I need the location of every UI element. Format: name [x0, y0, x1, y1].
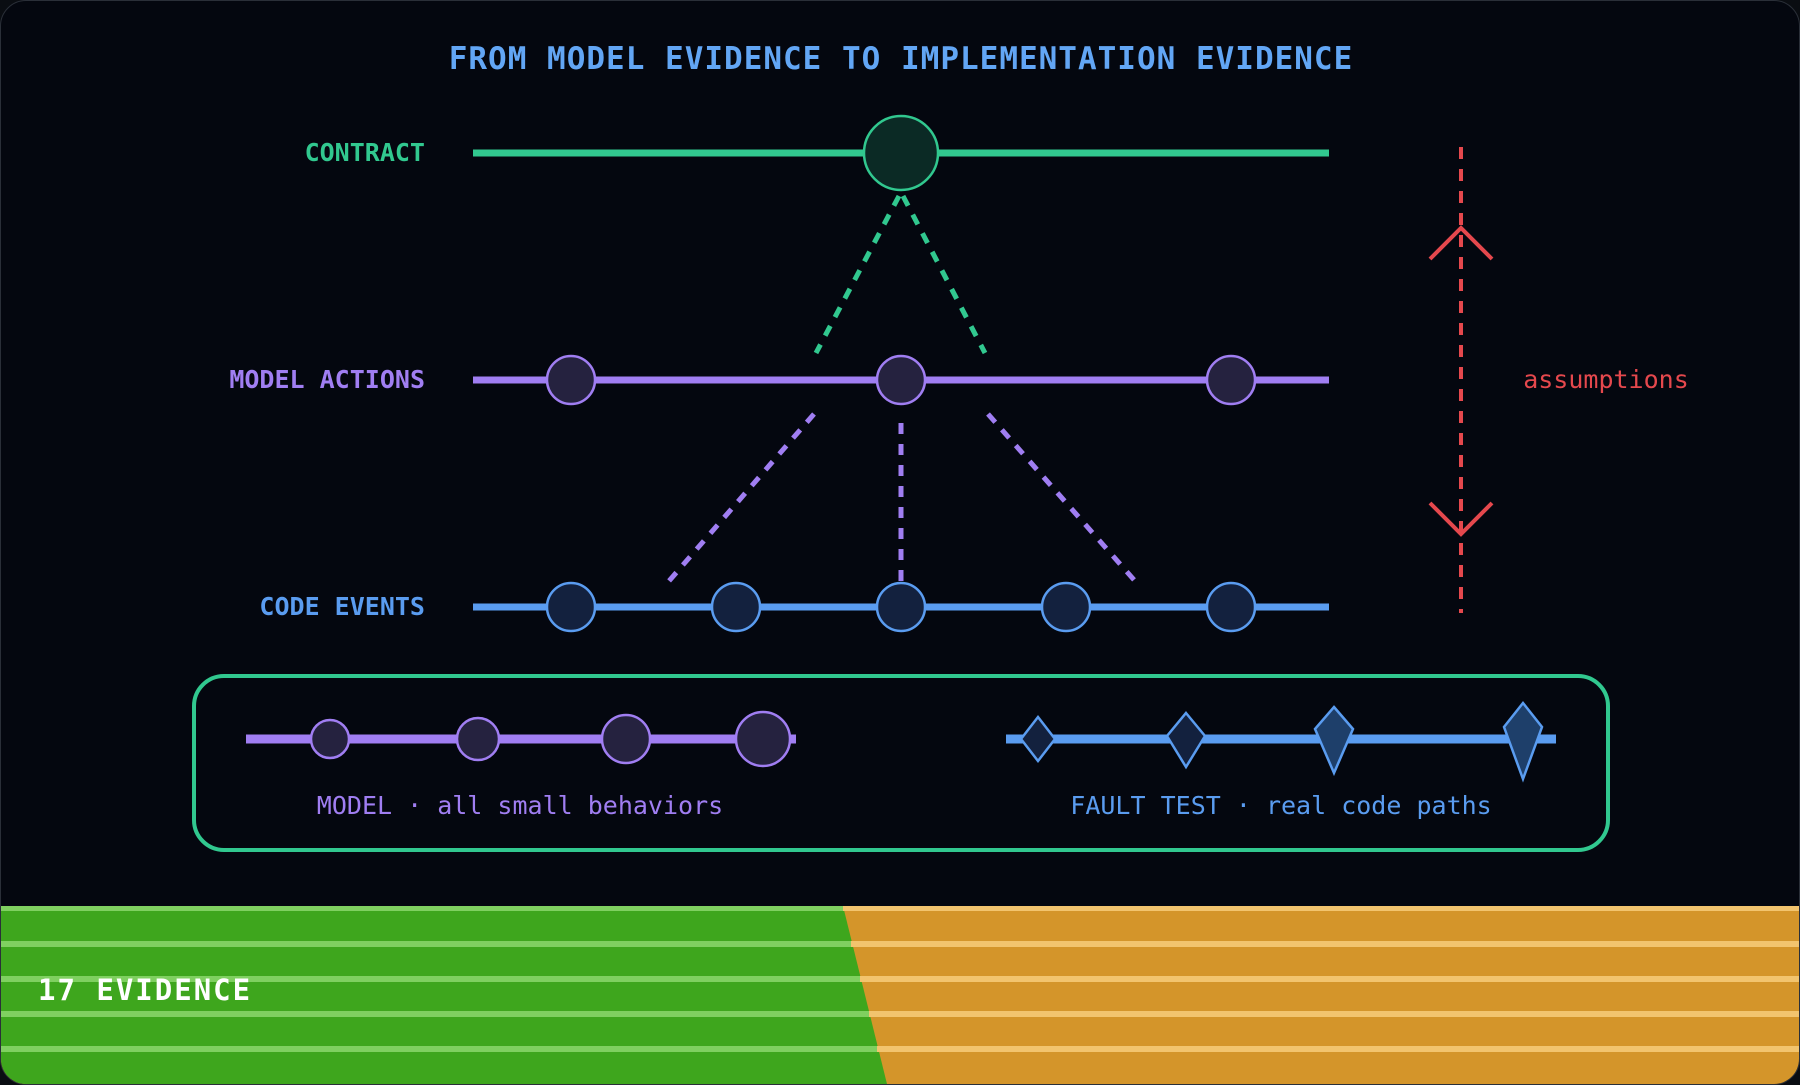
- arrow-down-icon: [1428, 501, 1494, 537]
- footer-label: 17 EVIDENCE: [38, 973, 252, 1007]
- model-caption: MODEL · all small behaviors: [317, 791, 723, 820]
- fault-caption: FAULT TEST · real code paths: [1070, 791, 1491, 820]
- fault-marker-icon: [1019, 714, 1057, 764]
- model-behavior-marker: [734, 710, 792, 768]
- assumptions-label: assumptions: [1523, 365, 1689, 394]
- row-label-code-events: CODE EVENTS: [259, 592, 425, 621]
- footer-number: 17: [38, 973, 77, 1007]
- fault-marker-icon: [1165, 711, 1207, 770]
- connector-contract-left: [813, 194, 902, 355]
- connector-model-right: [986, 412, 1137, 583]
- model-action-node: [875, 354, 927, 406]
- code-event-node: [710, 581, 762, 633]
- footer-bar: [1, 906, 1799, 1084]
- model-behavior-marker: [600, 713, 652, 765]
- model-behavior-marker: [455, 716, 501, 762]
- model-action-node: [1205, 354, 1257, 406]
- code-event-node: [875, 581, 927, 633]
- evidence-box: [192, 674, 1610, 852]
- diagram-title: FROM MODEL EVIDENCE TO IMPLEMENTATION EV…: [449, 41, 1354, 77]
- code-event-node: [545, 581, 597, 633]
- code-event-node: [1205, 581, 1257, 633]
- connector-contract-right: [900, 194, 988, 355]
- arrow-up-icon: [1428, 225, 1494, 261]
- row-label-contract: CONTRACT: [305, 138, 425, 167]
- footer-text: EVIDENCE: [96, 973, 253, 1007]
- contract-node: [862, 114, 940, 192]
- fault-marker-icon: [1313, 705, 1355, 777]
- connector-model-left: [667, 412, 816, 583]
- code-event-node: [1040, 581, 1092, 633]
- model-behavior-marker: [309, 718, 351, 760]
- row-label-model-actions: MODEL ACTIONS: [229, 365, 425, 394]
- fault-marker-icon: [1502, 700, 1544, 783]
- model-action-node: [545, 354, 597, 406]
